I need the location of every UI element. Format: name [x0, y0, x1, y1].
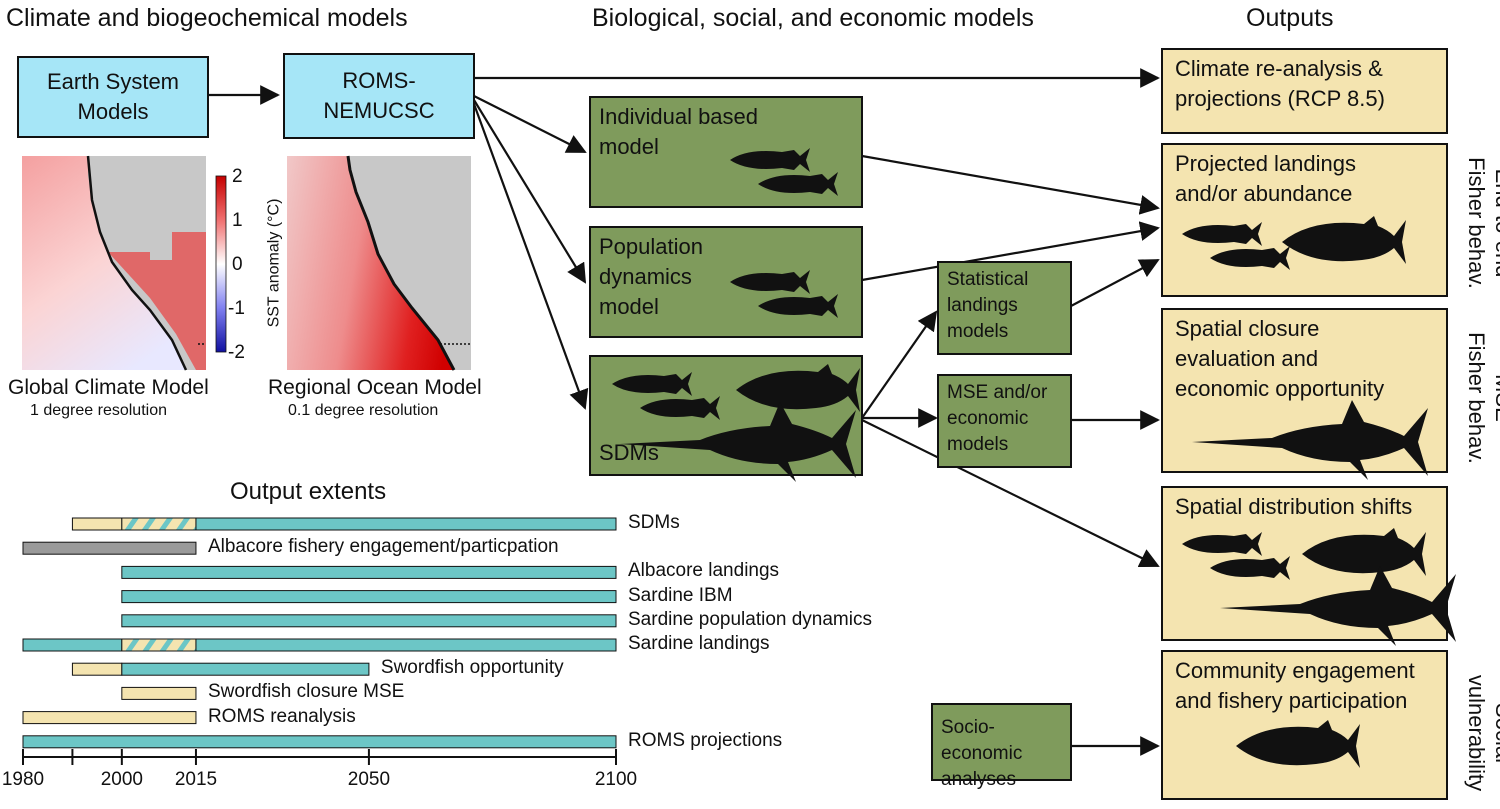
rom-resolution: 0.1 degree resolution [288, 402, 439, 419]
box-earth-system-models: Earth System Models [17, 56, 209, 138]
extent-row-label: Albacore landings [628, 560, 780, 582]
extent-row-label: Swordfish opportunity [380, 657, 564, 679]
extent-bar-segment [71, 517, 123, 531]
extent-axis-tick-label: 1980 [1, 769, 45, 790]
extent-bar-segment [121, 565, 617, 579]
colorbar-tick: 0 [232, 254, 243, 275]
header-outputs: Outputs [1246, 4, 1334, 32]
extent-bar-segment [22, 638, 123, 652]
extent-bar-segment [71, 662, 123, 676]
box-mse-economic: MSE and/or economic models [937, 374, 1072, 468]
extent-axis-tick-label: 2015 [174, 769, 218, 790]
arrow-sdms-stat [861, 310, 938, 419]
output-projected-landings: Projected landings and/or abundance [1161, 143, 1448, 297]
box-socio-economic: Socio-economic analyses [931, 703, 1072, 790]
arrow-roms-sdms [472, 103, 589, 410]
box-statistical-landings: Statistical landings models [937, 261, 1072, 355]
extent-bar-segment [22, 541, 197, 555]
header-bio: Biological, social, and economic models [592, 4, 1034, 32]
output-climate-reanalysis: Climate re-analysis & projections (RCP 8… [1161, 48, 1448, 134]
extent-row-label: ROMS projections [628, 729, 783, 751]
colorbar-tick: 2 [232, 166, 243, 187]
extent-row-label: Sardine landings [628, 633, 770, 654]
extent-bar-segment [195, 517, 617, 531]
arrow-roms-popdyn [473, 99, 587, 284]
extent-row-label: Sardine IBM [628, 584, 733, 606]
extent-bar-segment [121, 614, 617, 628]
rom-title: Regional Ocean Model [268, 376, 482, 399]
extent-bar-segment [121, 590, 617, 604]
extent-row-label: ROMS reanalysis [207, 705, 356, 727]
gcm-map [22, 155, 206, 371]
extent-axis-tick-label: 2000 [100, 769, 143, 790]
extent-bar-segment [121, 638, 197, 652]
extent-row-label: Swordfish closure MSE [207, 681, 405, 703]
box-individual-based-model: Individual based model [589, 96, 863, 208]
gcm-resolution: 1 degree resolution [30, 402, 167, 419]
gcm-title: Global Climate Model [8, 376, 209, 399]
extent-bar-segment [121, 686, 197, 700]
extent-row-label: Albacore fishery engagement/particpation [207, 536, 559, 558]
extent-bar-segment [195, 638, 617, 652]
extent-row-label: SDMs [628, 512, 680, 533]
colorbar-tick: -1 [228, 298, 245, 319]
extents-title: Output extents [230, 478, 387, 505]
arrow-ibm-landings [861, 154, 1160, 215]
extent-bar-segment [121, 517, 197, 531]
extent-bar-segment [22, 711, 197, 725]
header-climate: Climate and biogeochemical models [6, 4, 408, 32]
extent-bar-segment [22, 735, 617, 749]
arrow-popdyn-landings [861, 221, 1160, 282]
arrow-stat-landings [1070, 259, 1160, 307]
box-roms-nemucsc: ROMS- NEMUCSC [283, 53, 475, 139]
extent-bar-segment [121, 662, 370, 676]
extent-axis-tick-label: 2050 [347, 769, 391, 790]
rom-map [287, 155, 471, 371]
output-community-engagement: Community engagement and fishery partici… [1161, 650, 1448, 800]
arrow-roms-ibm [473, 95, 587, 153]
colorbar-tick: -2 [228, 342, 245, 363]
output-distribution-shifts: Spatial distribution shifts [1161, 486, 1448, 641]
sst-colorbar [215, 175, 227, 353]
colorbar-tick: 1 [232, 210, 243, 231]
extent-row-label: Sardine population dynamics [628, 608, 872, 630]
extent-axis-tick-label: 2100 [594, 769, 638, 790]
arrow-sdms-distribution [861, 419, 1160, 567]
box-population-dynamics: Population dynamics model [589, 226, 863, 338]
